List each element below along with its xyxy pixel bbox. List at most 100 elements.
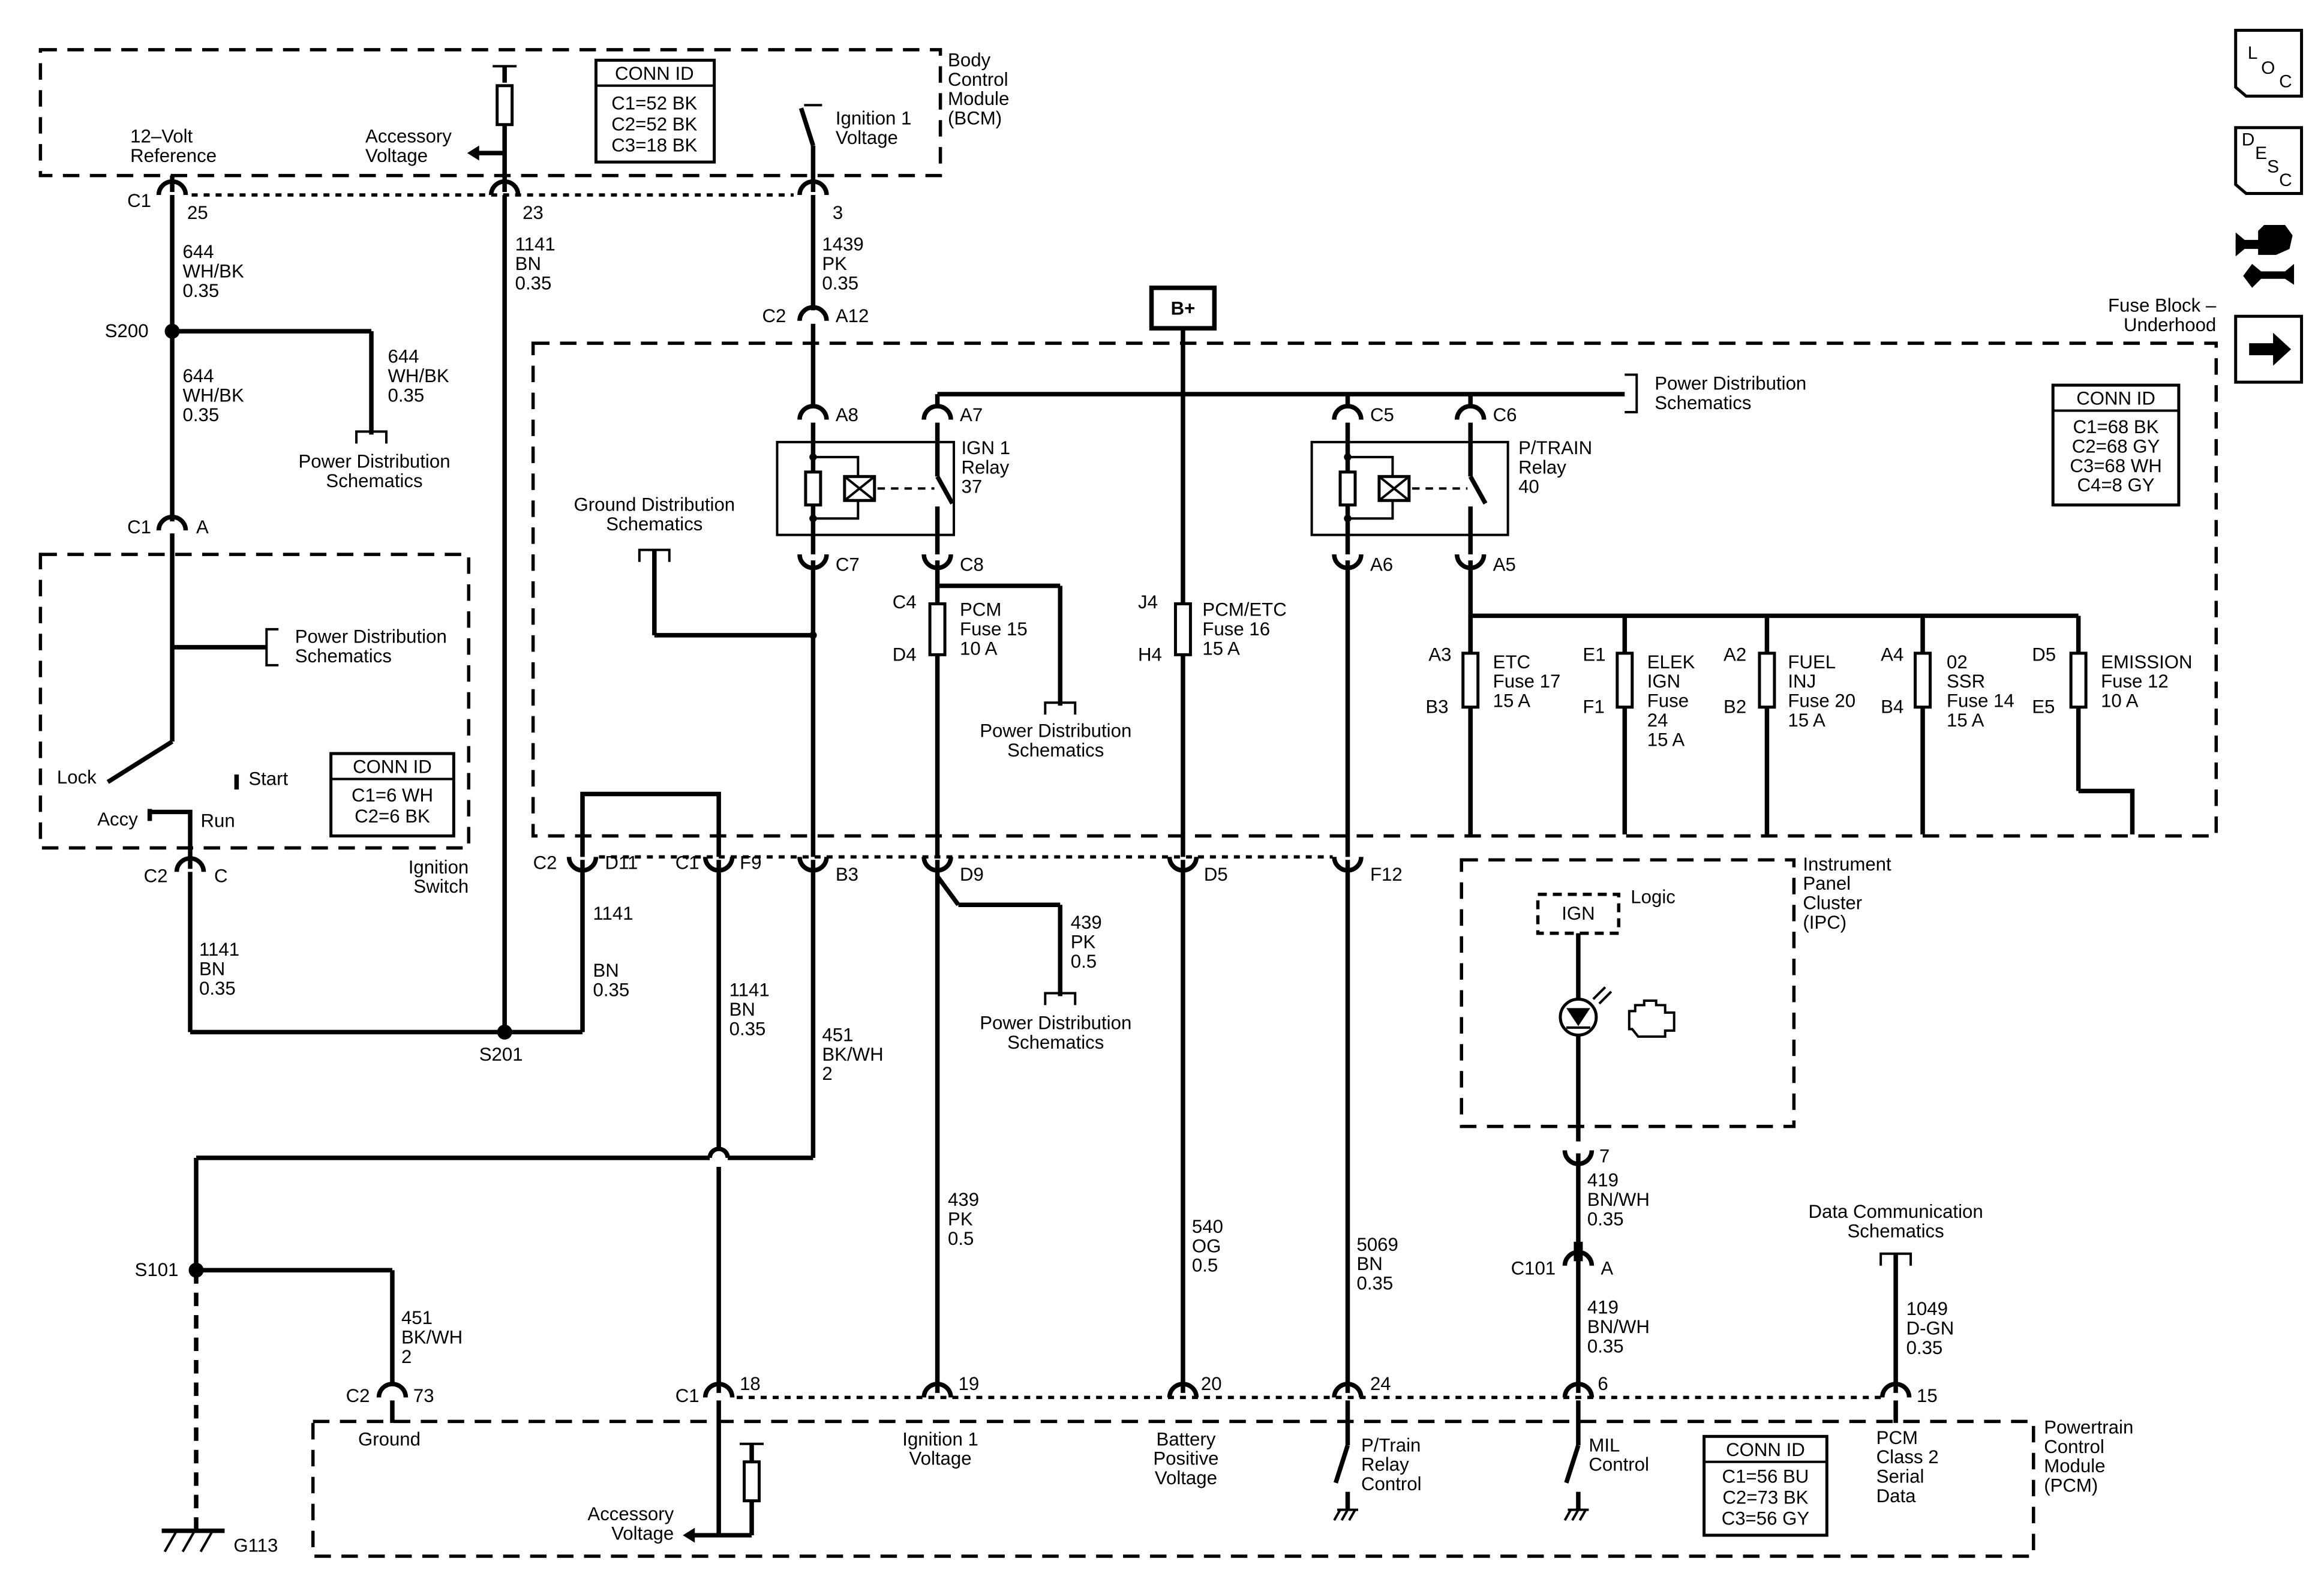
pcm-pin24: 24: [1332, 1373, 1391, 1398]
fb-a6: A6: [1332, 554, 1393, 575]
svg-text:C2: C2: [762, 305, 786, 326]
bcm-pin23: 23: [488, 179, 544, 223]
svg-text:18: 18: [740, 1373, 761, 1394]
conn-id-table-bcm: CONN ID C1=52 BK C2=52 BK C3=18 BK: [594, 58, 716, 164]
pcm-module-box: [311, 1419, 2035, 1558]
svg-text:C2: C2: [144, 866, 168, 887]
svg-text:C7: C7: [836, 554, 860, 575]
svg-text:C1=56 BU: C1=56 BU: [1722, 1466, 1809, 1487]
next-arrow-button[interactable]: [2234, 314, 2304, 384]
svg-text:C2=73 BK: C2=73 BK: [1722, 1487, 1808, 1508]
mil-led-icon: [1559, 986, 1613, 1037]
pcm-pin15: 15: [1879, 1382, 1938, 1406]
svg-text:D9: D9: [960, 864, 984, 885]
svg-text:E1: E1: [1583, 644, 1605, 665]
fb-a8: A8: [797, 404, 858, 425]
svg-text:23: 23: [523, 202, 544, 223]
svg-text:O: O: [2261, 58, 2275, 78]
fb-a7: A7: [921, 404, 983, 425]
svg-text:B4: B4: [1881, 697, 1903, 718]
desc-button[interactable]: D E S C: [2234, 126, 2304, 196]
fb-d9: D9: [921, 857, 984, 885]
pcm-c2-73: C2 73: [346, 1382, 434, 1406]
svg-text:D11: D11: [605, 852, 638, 873]
svg-text:D5: D5: [2032, 644, 2056, 665]
bcm-c1-pin25: C1 25: [127, 175, 208, 223]
hand-wrench-icon[interactable]: [2235, 224, 2295, 288]
conn-id-table-ignition-switch: CONN ID C1=6 WH C2=6 BK: [329, 752, 455, 837]
svg-text:19: 19: [959, 1373, 980, 1394]
svg-text:C101: C101: [1511, 1258, 1556, 1279]
svg-text:C1: C1: [127, 190, 151, 211]
svg-text:F12: F12: [1370, 864, 1403, 885]
svg-text:C2: C2: [533, 852, 557, 873]
svg-text:CONN ID: CONN ID: [353, 757, 432, 778]
fb-f12: F12: [1332, 857, 1403, 885]
svg-text:C4: C4: [893, 592, 917, 613]
svg-text:A5: A5: [1493, 554, 1516, 575]
svg-text:B3: B3: [836, 864, 858, 885]
pcm-pin6: 6: [1562, 1373, 1608, 1398]
svg-text:F1: F1: [1583, 697, 1604, 718]
svg-text:A12: A12: [836, 305, 869, 326]
loc-button[interactable]: L O C: [2234, 28, 2304, 98]
bcm-pin3: 3: [797, 179, 843, 223]
svg-text:Logic: Logic: [1631, 887, 1676, 908]
svg-text:C2: C2: [346, 1385, 370, 1406]
pcm-c1-18: C1 18: [675, 1373, 761, 1406]
ground-g113: G113: [161, 1528, 278, 1556]
svg-text:A3: A3: [1428, 644, 1451, 665]
lock-label: Lock: [57, 767, 97, 788]
fuse-block-box: [531, 341, 2218, 838]
svg-text:S: S: [2267, 157, 2279, 177]
svg-text:C1: C1: [675, 852, 699, 873]
svg-text:C5: C5: [1370, 404, 1394, 425]
conn-id-table-fuse-block: CONN ID C1=68 BK C2=68 GY C3=68 WH C4=8 …: [2051, 383, 2181, 507]
svg-text:A4: A4: [1881, 644, 1903, 665]
svg-text:D5: D5: [1204, 864, 1228, 885]
svg-text:IGN: IGN: [1562, 903, 1595, 924]
splice-s201-label: S201: [479, 1044, 523, 1065]
fb-a5: A5: [1454, 554, 1516, 575]
fb-c8: C8: [921, 554, 984, 575]
svg-text:CONN ID: CONN ID: [615, 63, 694, 84]
pcm-pin20: 20: [1167, 1373, 1222, 1398]
svg-text:A8: A8: [836, 404, 858, 425]
svg-text:C3=18 BK: C3=18 BK: [611, 135, 697, 156]
svg-text:73: 73: [413, 1385, 434, 1406]
svg-text:24: 24: [1370, 1373, 1391, 1394]
svg-text:3: 3: [833, 202, 843, 223]
start-label: Start: [248, 769, 288, 789]
fb-b3: B3: [797, 857, 858, 885]
